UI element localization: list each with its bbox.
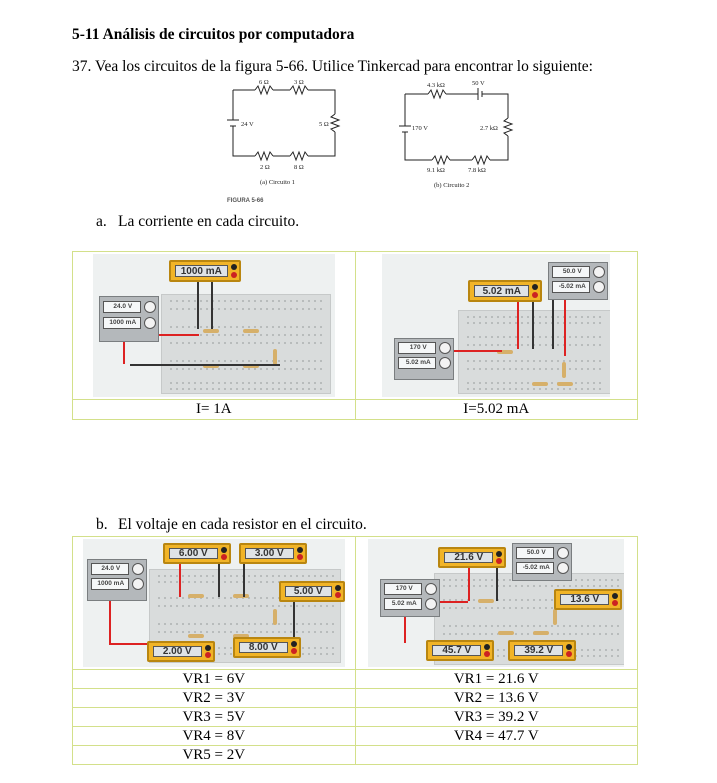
part-b-right-cell: 21.6 V 13.6 V 45.7 V 39.2 V 50.0 V <box>354 536 639 670</box>
ps-current-display: 1000 mA <box>90 578 129 590</box>
ps1-voltage-knob <box>425 583 438 595</box>
voltmeter-vr3: 5.00 V <box>278 581 345 602</box>
c2-caption: (b) Circuito 2 <box>434 182 469 189</box>
voltmeter-vr1: 6.00 V <box>162 543 231 564</box>
result-b-right-1: VR1 = 21.6 V <box>354 669 639 689</box>
tinkercad-screenshot-b-left: 6.00 V 3.00 V 5.00 V 2.00 V 8.00 V <box>82 539 345 667</box>
ps-current-knob <box>131 578 144 590</box>
result-b-right-5 <box>354 745 639 765</box>
c1-r-right-label: 5 Ω <box>319 121 329 128</box>
power-supply-2: 50.0 V -5.02 mA <box>512 543 573 581</box>
c2-source-left-label: 170 V <box>412 125 428 132</box>
voltmeter-vr2: 13.6 V <box>554 589 623 610</box>
part-b-label: b. <box>96 516 108 533</box>
result-b-left-1: VR1 = 6V <box>72 669 356 689</box>
ps1-voltage-knob <box>439 342 452 354</box>
ps-current-display: 1000 mA <box>102 317 141 329</box>
c2-r-bottom-left-label: 9.1 kΩ <box>427 167 445 174</box>
power-supply: 24.0 V 1000 mA <box>98 296 159 342</box>
tinkercad-screenshot-b-right: 21.6 V 13.6 V 45.7 V 39.2 V 50.0 V <box>368 539 625 667</box>
ps-voltage-knob <box>131 563 144 575</box>
voltmeter-vr1: 21.6 V <box>438 547 507 568</box>
voltmeter-vr2: 3.00 V <box>238 543 307 564</box>
result-b-right-3: VR3 = 39.2 V <box>354 707 639 727</box>
part-b-left-cell: 6.00 V 3.00 V 5.00 V 2.00 V 8.00 V <box>72 536 356 670</box>
voltmeter-vr3-display: 5.00 V <box>284 586 332 597</box>
ps-voltage-display: 24.0 V <box>102 301 141 313</box>
tinkercad-screenshot-a-right: 5.02 mA 50.0 V -5.02 mA 170 V 5.02 mA <box>382 254 611 397</box>
ps-voltage-display: 24.0 V <box>90 563 129 575</box>
ps2-voltage-knob <box>557 547 570 559</box>
c1-r-bottom-right-label: 8 Ω <box>294 164 304 171</box>
voltmeter-vr4: 45.7 V <box>426 640 495 661</box>
power-supply-1: 170 V 5.02 mA <box>380 579 441 617</box>
part-a-right-cell: 5.02 mA 50.0 V -5.02 mA 170 V 5.02 mA <box>354 251 639 400</box>
c1-r-top-left-label: 6 Ω <box>259 80 269 86</box>
voltmeter-vr1-display: 21.6 V <box>444 552 494 563</box>
part-b-text: El voltaje en cada resistor en el circui… <box>118 516 367 533</box>
result-b-left-2: VR2 = 3V <box>72 688 356 708</box>
ammeter: 5.02 mA <box>468 280 543 302</box>
voltmeter-vr4-display: 45.7 V <box>432 645 482 656</box>
ps-current-knob <box>143 317 156 329</box>
ammeter-display: 1000 mA <box>174 265 228 277</box>
voltmeter-vr3: 39.2 V <box>508 640 577 661</box>
voltmeter-vr5-display: 2.00 V <box>152 646 202 657</box>
ps2-voltage-knob <box>593 266 606 278</box>
result-b-left-4: VR4 = 8V <box>72 726 356 746</box>
c1-r-bottom-left-label: 2 Ω <box>260 164 270 171</box>
voltmeter-vr3-display: 39.2 V <box>514 645 564 656</box>
result-b-left-5: VR5 = 2V <box>72 745 356 765</box>
result-a-right: I=5.02 mA <box>354 399 639 420</box>
c2-r-bottom-right-label: 7.8 kΩ <box>468 167 486 174</box>
voltmeter-vr4-display: 8.00 V <box>238 642 288 653</box>
ammeter-display: 5.02 mA <box>474 285 530 297</box>
result-a-left: I= 1A <box>72 399 356 420</box>
part-b-table: 6.00 V 3.00 V 5.00 V 2.00 V 8.00 V <box>72 536 639 765</box>
ps1-voltage-display: 170 V <box>384 583 423 595</box>
power-supply-1: 170 V 5.02 mA <box>394 338 455 380</box>
question-text: 37. Vea los circuitos de la figura 5-66.… <box>72 58 593 75</box>
circuit-figure: 6 Ω 3 Ω 24 V 5 Ω 2 Ω 8 Ω (a) Circuito 1 … <box>227 80 514 204</box>
part-a-table: 1000 mA 24.0 V 1000 mA <box>72 251 639 420</box>
c1-source-label: 24 V <box>241 121 254 128</box>
part-a-left-cell: 1000 mA 24.0 V 1000 mA <box>72 251 356 400</box>
ammeter: 1000 mA <box>168 260 241 282</box>
breadboard <box>160 294 331 394</box>
ps1-current-display: 5.02 mA <box>398 357 437 369</box>
voltmeter-vr4: 8.00 V <box>232 637 301 658</box>
c1-r-top-right-label: 3 Ω <box>294 80 304 86</box>
ps1-voltage-display: 170 V <box>398 342 437 354</box>
ps2-current-knob <box>557 562 570 574</box>
breadboard <box>458 310 611 394</box>
power-supply-2: 50.0 V -5.02 mA <box>548 262 609 300</box>
figure-label: FIGURA 5-66 <box>227 198 264 204</box>
voltmeter-vr1-display: 6.00 V <box>168 548 218 559</box>
ps1-current-knob <box>425 598 438 610</box>
tinkercad-screenshot-a-left: 1000 mA 24.0 V 1000 mA <box>92 254 335 397</box>
ps2-current-display: -5.02 mA <box>552 281 591 293</box>
ps2-current-knob <box>593 281 606 293</box>
ps-voltage-knob <box>143 301 156 313</box>
part-a-label: a. <box>96 213 107 230</box>
c2-source-top-label: 50 V <box>472 80 485 87</box>
c2-r-right-label: 2.7 kΩ <box>480 125 498 132</box>
ps1-current-knob <box>439 357 452 369</box>
voltmeter-vr2-display: 13.6 V <box>560 594 610 605</box>
section-heading: 5-11 Análisis de circuitos por computado… <box>72 26 355 43</box>
ps1-current-display: 5.02 mA <box>384 598 423 610</box>
result-b-left-3: VR3 = 5V <box>72 707 356 727</box>
voltmeter-vr2-display: 3.00 V <box>244 548 294 559</box>
result-b-right-2: VR2 = 13.6 V <box>354 688 639 708</box>
part-a-text: La corriente en cada circuito. <box>118 213 300 230</box>
c1-caption: (a) Circuito 1 <box>260 179 295 186</box>
voltmeter-vr5: 2.00 V <box>146 641 215 662</box>
power-supply: 24.0 V 1000 mA <box>86 559 147 601</box>
ps2-current-display: -5.02 mA <box>516 562 555 574</box>
c2-r-top-label: 4.3 kΩ <box>427 82 445 89</box>
ps2-voltage-display: 50.0 V <box>552 266 591 278</box>
result-b-right-4: VR4 = 47.7 V <box>354 726 639 746</box>
ps2-voltage-display: 50.0 V <box>516 547 555 559</box>
